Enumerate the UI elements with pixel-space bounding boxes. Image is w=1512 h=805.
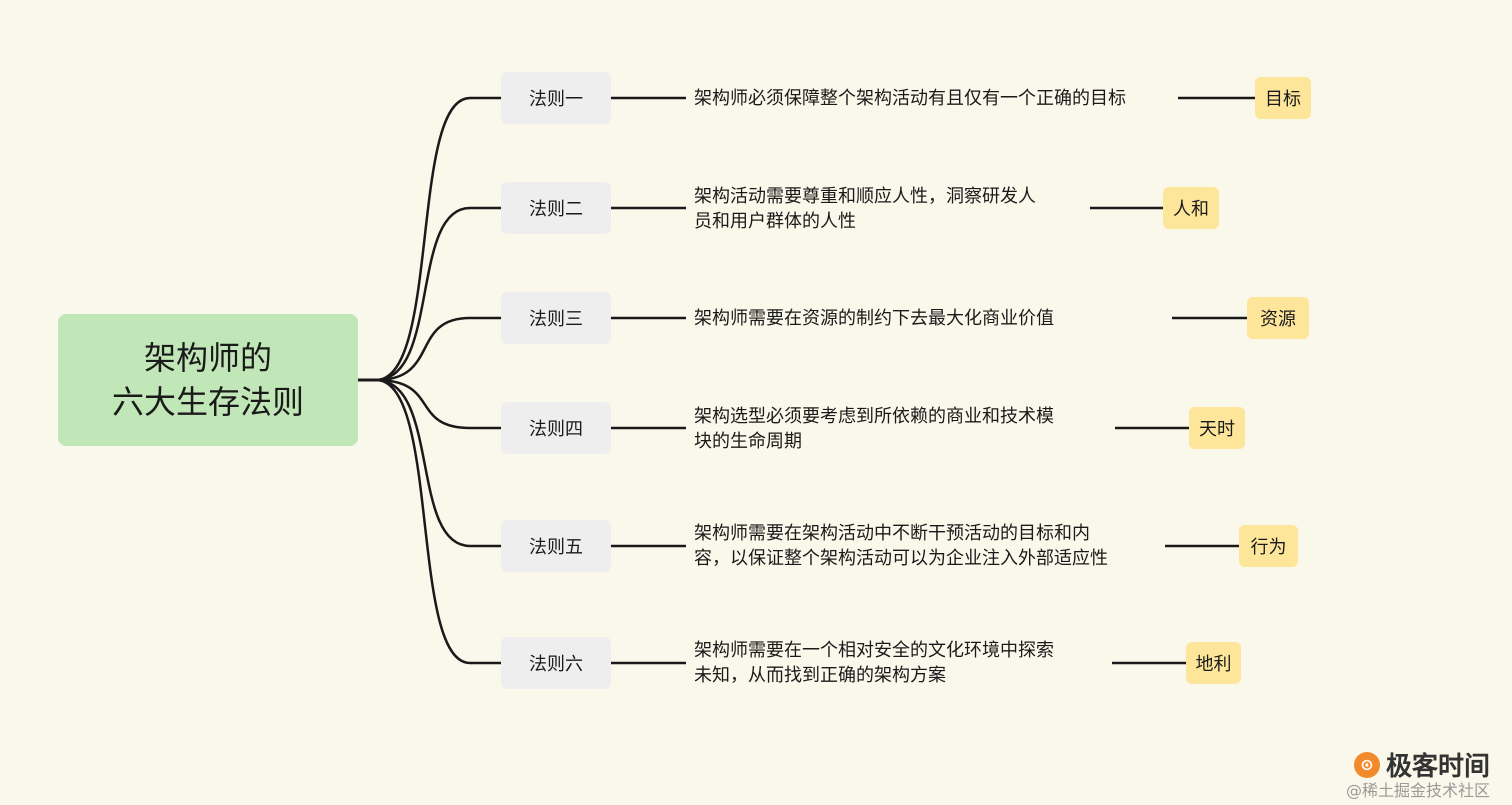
keyword-tag-6[interactable]: 地利 (1186, 642, 1241, 684)
keyword-tag-1[interactable]: 目标 (1255, 77, 1311, 119)
keyword-tag-5[interactable]: 行为 (1239, 525, 1298, 567)
keyword-tag-3[interactable]: 资源 (1247, 297, 1309, 339)
branch-line-3 (358, 316, 501, 382)
geektime-logo-icon: ⊙ (1353, 751, 1380, 778)
branch-line-1 (358, 96, 501, 382)
rule-node-5[interactable]: 法则五 (501, 520, 611, 572)
rule-description-1: 架构师必须保障整个架构活动有且仅有一个正确的目标 (694, 88, 1126, 109)
branch-line-2 (358, 206, 501, 382)
rule-description-4: 架构选型必须要考虑到所依赖的商业和技术模 块的生命周期 (694, 406, 1054, 452)
rule-node-4[interactable]: 法则四 (501, 402, 611, 454)
keyword-tag-4[interactable]: 天时 (1189, 407, 1245, 449)
brand-logo: ⊙ 极客时间 (1353, 746, 1490, 783)
root-topic[interactable]: 架构师的 六大生存法则 (58, 314, 358, 446)
keyword-tag-2[interactable]: 人和 (1163, 187, 1219, 229)
branch-line-6 (358, 378, 501, 665)
branch-line-4 (358, 378, 501, 430)
rule-description-5: 架构师需要在架构活动中不断干预活动的目标和内 容，以保证整个架构活动可以为企业注… (694, 523, 1108, 569)
rule-node-3[interactable]: 法则三 (501, 292, 611, 344)
rule-node-1[interactable]: 法则一 (501, 72, 611, 124)
branch-line-5 (358, 378, 501, 548)
rule-description-3: 架构师需要在资源的制约下去最大化商业价值 (694, 308, 1054, 329)
rule-node-2[interactable]: 法则二 (501, 182, 611, 234)
rule-description-2: 架构活动需要尊重和顺应人性，洞察研发人 员和用户群体的人性 (694, 186, 1036, 232)
root-title-line2: 六大生存法则 (111, 383, 304, 421)
brand-name: 极客时间 (1385, 752, 1490, 782)
root-title-line1: 架构师的 (143, 339, 272, 377)
rule-description-6: 架构师需要在一个相对安全的文化环境中探索 未知，从而找到正确的架构方案 (694, 640, 1054, 686)
watermark: @稀土掘金技术社区 (1345, 781, 1490, 800)
rule-node-6[interactable]: 法则六 (501, 637, 611, 689)
